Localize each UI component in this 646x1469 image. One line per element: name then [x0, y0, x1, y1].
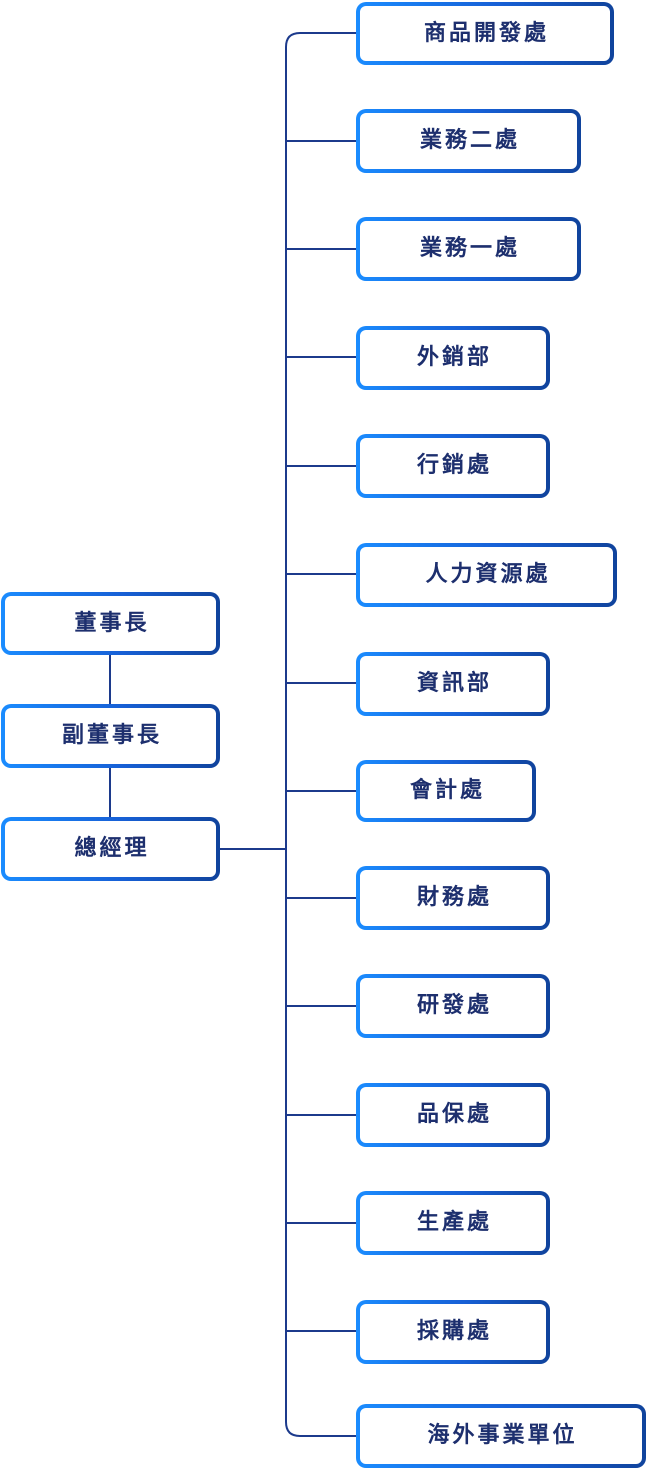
node-general-manager: 總經理 [1, 817, 220, 881]
node-label: 人力資源處 [425, 562, 551, 587]
node-label: 生產處 [416, 1210, 492, 1235]
node-department: 業務一處 [356, 217, 581, 281]
node-vice-chairman: 副董事長 [1, 704, 220, 768]
node-label: 財務處 [416, 885, 492, 910]
node-department: 會計處 [356, 760, 536, 822]
node-department: 外銷部 [356, 326, 550, 390]
node-label: 品保處 [416, 1102, 492, 1127]
node-label: 外銷部 [416, 345, 492, 370]
connector-trunk [285, 32, 357, 1437]
node-label: 海外事業單位 [427, 1423, 578, 1448]
node-department: 採購處 [356, 1300, 550, 1364]
node-label: 會計處 [409, 778, 485, 803]
node-department: 行銷處 [356, 434, 550, 498]
node-label: 商品開發處 [423, 20, 549, 46]
node-label: 採購處 [416, 1319, 492, 1344]
node-department: 業務二處 [356, 109, 581, 173]
node-department: 研發處 [356, 974, 550, 1038]
node-label: 行銷處 [416, 453, 492, 478]
node-department: 生產處 [356, 1191, 550, 1255]
node-department: 資訊部 [356, 652, 550, 716]
node-department: 商品開發處 [356, 2, 614, 65]
node-label: 副董事長 [61, 723, 162, 748]
node-department: 海外事業單位 [356, 1404, 646, 1468]
node-label: 總經理 [74, 836, 150, 861]
node-label: 資訊部 [416, 671, 492, 696]
node-label: 業務一處 [419, 236, 520, 261]
node-department: 財務處 [356, 866, 550, 930]
node-label: 業務二處 [419, 128, 520, 153]
node-label: 董事長 [74, 610, 150, 636]
node-label: 研發處 [416, 993, 492, 1018]
node-chairman: 董事長 [1, 592, 220, 655]
node-department: 品保處 [356, 1083, 550, 1147]
node-department: 人力資源處 [356, 543, 617, 607]
